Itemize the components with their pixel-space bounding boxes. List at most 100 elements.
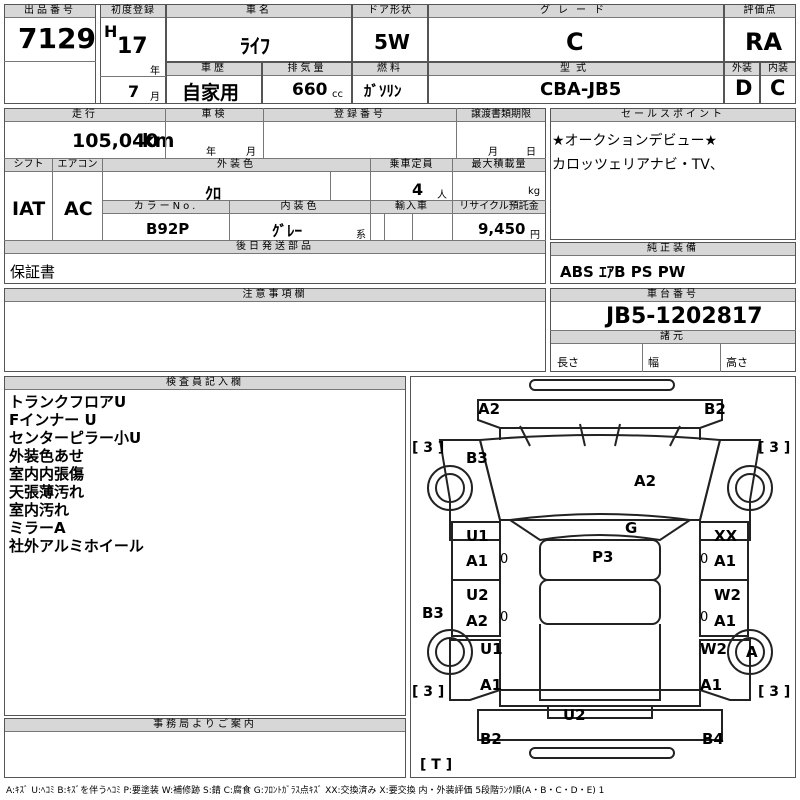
chassis-label: 車台番号: [551, 289, 795, 302]
damage-b3-upper[interactable]: B3: [466, 449, 488, 467]
inspector-box: [4, 376, 406, 716]
sales-point-box: [550, 108, 796, 240]
insp-month-unit: 月: [246, 147, 256, 158]
width-label: 幅: [648, 356, 659, 369]
insp-year-unit: 年: [206, 147, 216, 158]
damage-b4-bottom[interactable]: B4: [702, 730, 724, 748]
tire-mark-tr: [ 3 ]: [758, 440, 791, 456]
recycle-unit: 円: [530, 230, 540, 241]
reg-month: 7: [128, 82, 140, 101]
damage-p3[interactable]: P3: [592, 548, 614, 566]
vehicle-info-table: [4, 108, 546, 284]
model-label: 型式: [429, 63, 723, 76]
damage-a1-right2[interactable]: A1: [714, 612, 737, 630]
damage-zero-2: 0: [500, 610, 509, 625]
mileage-label: 走行: [5, 109, 165, 122]
door: 5W: [374, 30, 410, 54]
damage-a1-right[interactable]: A1: [714, 552, 737, 570]
fuel: ｶﾞｿﾘﾝ: [364, 82, 402, 100]
ext-color: ｸﾛ: [205, 184, 222, 203]
note-item: トランクフロアU: [9, 393, 127, 411]
spec-label: 諸元: [551, 331, 795, 344]
grade-label: グレード: [429, 5, 723, 18]
displacement: 660: [292, 80, 328, 100]
length-label: 長さ: [557, 356, 579, 369]
grade: C: [566, 28, 584, 56]
damage-w2-lower[interactable]: W2: [700, 640, 727, 658]
damage-a1-br[interactable]: A1: [700, 676, 723, 694]
chassis-number: JB5-1202817: [606, 304, 763, 329]
first-reg-cell: [100, 4, 166, 104]
later-parts-label: 後日発送部品: [5, 241, 545, 254]
history-label: 車歴: [167, 63, 261, 76]
model: CBA-JB5: [540, 79, 622, 100]
fuel-label: 燃料: [353, 63, 427, 76]
transfer-label: 譲渡書類期限: [457, 109, 545, 122]
damage-b2-bottom[interactable]: B2: [480, 730, 502, 748]
damage-a1-left[interactable]: A1: [466, 552, 489, 570]
damage-a-wheel[interactable]: A: [746, 643, 758, 661]
score[interactable]: RA: [745, 28, 783, 56]
interior-grade: C: [770, 76, 786, 100]
transfer-month-unit: 月: [488, 147, 498, 158]
damage-u2-bottom[interactable]: U2: [563, 706, 586, 724]
damage-w2-right[interactable]: W2: [714, 586, 741, 604]
exterior-grade: D: [735, 76, 753, 100]
score-label: 評価点: [725, 5, 795, 18]
capacity-label: 乗車定員: [371, 159, 452, 172]
damage-zero-1: 0: [500, 552, 509, 567]
car-diagram-box: [410, 376, 796, 778]
note-item: 室内内張傷: [9, 465, 85, 483]
equip-label: 純正装備: [551, 243, 795, 256]
displacement-unit: cc: [332, 89, 343, 100]
office-box: [4, 718, 406, 778]
mileage-unit: km: [142, 130, 175, 152]
int-color-label: 内装色: [230, 201, 370, 214]
history: 自家用: [182, 82, 240, 104]
shift-label: シフト: [5, 159, 52, 172]
shift: IAT: [12, 198, 46, 220]
sales-line-2: カロッツェリアナビ・TV、: [552, 157, 724, 173]
note-item: 社外アルミホイール: [9, 537, 144, 555]
damage-u2-left[interactable]: U2: [466, 586, 489, 604]
note-item: センターピラー小U: [9, 429, 142, 447]
legend: A:ｷｽﾞ U:ﾍｺﾐ B:ｷｽﾞを伴うﾍｺﾐ P:要塗装 W:補修跡 S:錆 …: [6, 786, 605, 796]
damage-a1-bl[interactable]: A1: [480, 676, 503, 694]
tire-mark-br: [ 3 ]: [758, 684, 791, 700]
transfer-day-unit: 日: [526, 147, 536, 158]
inspector-label: 検査員記入欄: [5, 377, 405, 390]
caution-label: 注意事項欄: [5, 289, 545, 302]
damage-b3-lower[interactable]: B3: [422, 604, 444, 622]
damage-fr-top[interactable]: B2: [704, 400, 726, 418]
tire-mark-tl: [ 3 ]: [412, 440, 445, 456]
color-no-label: カラーNo.: [103, 201, 229, 214]
equipment-box: [550, 242, 796, 284]
damage-fl-top[interactable]: A2: [478, 400, 501, 418]
note-item: Fインナー U: [9, 411, 97, 429]
ac-label: エアコン: [53, 159, 102, 172]
max-load-label: 最大積載量: [453, 159, 545, 172]
recycle-label: リサイクル預託金: [453, 201, 545, 214]
car-name: ﾗｲﾌ: [240, 34, 270, 58]
note-item: 天張薄汚れ: [9, 483, 85, 501]
damage-zero-4: 0: [700, 610, 709, 625]
sales-line-1: ★オークションデビュー★: [552, 133, 718, 149]
interior-label: 内装: [761, 63, 795, 76]
damage-xx[interactable]: XX: [714, 527, 738, 545]
equipment: ABS ｴｱB PS PW: [560, 263, 686, 281]
int-color: ｸﾞﾚｰ: [272, 222, 303, 240]
lot-no: 7129: [18, 22, 96, 55]
damage-a2-left[interactable]: A2: [466, 612, 489, 630]
import-label: 輸入車: [371, 201, 452, 214]
damage-g[interactable]: G: [625, 519, 638, 537]
month-unit: 月: [150, 92, 160, 103]
inspection-label: 車検: [166, 109, 263, 122]
mileage: 105,040: [72, 130, 159, 152]
damage-roof-a2[interactable]: A2: [634, 472, 657, 490]
damage-u1-lower[interactable]: U1: [480, 640, 503, 658]
capacity: 4: [412, 180, 424, 199]
int-color-unit: 系: [356, 230, 366, 241]
damage-u1-left[interactable]: U1: [466, 527, 489, 545]
car-name-label: 車名: [167, 5, 351, 18]
height-label: 高さ: [726, 356, 748, 369]
